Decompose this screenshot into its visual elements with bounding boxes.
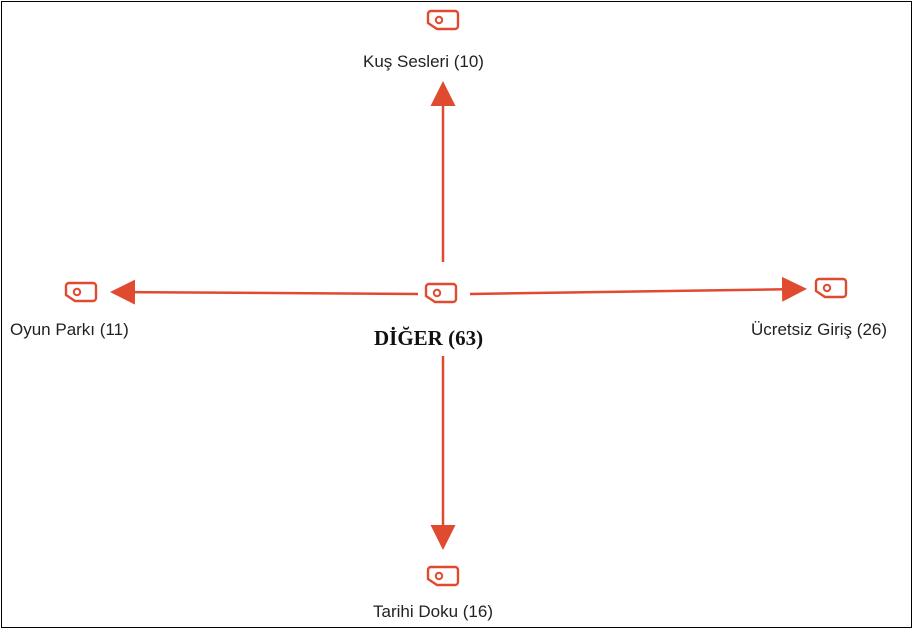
tag-icon [426, 9, 460, 31]
tag-icon [64, 281, 98, 303]
tag-icon [814, 277, 848, 299]
arrow-to-left [110, 279, 419, 305]
center-node-label: DİĞER (63) [374, 326, 484, 350]
arrow-to-right [469, 276, 807, 302]
node-label-left: Oyun Parkı (11) [10, 320, 129, 339]
tag-icon [424, 282, 458, 304]
tag-icon [426, 565, 460, 587]
node-label-bottom: Tarihi Doku (16) [373, 602, 493, 621]
node-label-right: Ücretsiz Giriş (26) [751, 320, 888, 339]
node-label-top: Kuş Sesleri (10) [363, 52, 484, 71]
